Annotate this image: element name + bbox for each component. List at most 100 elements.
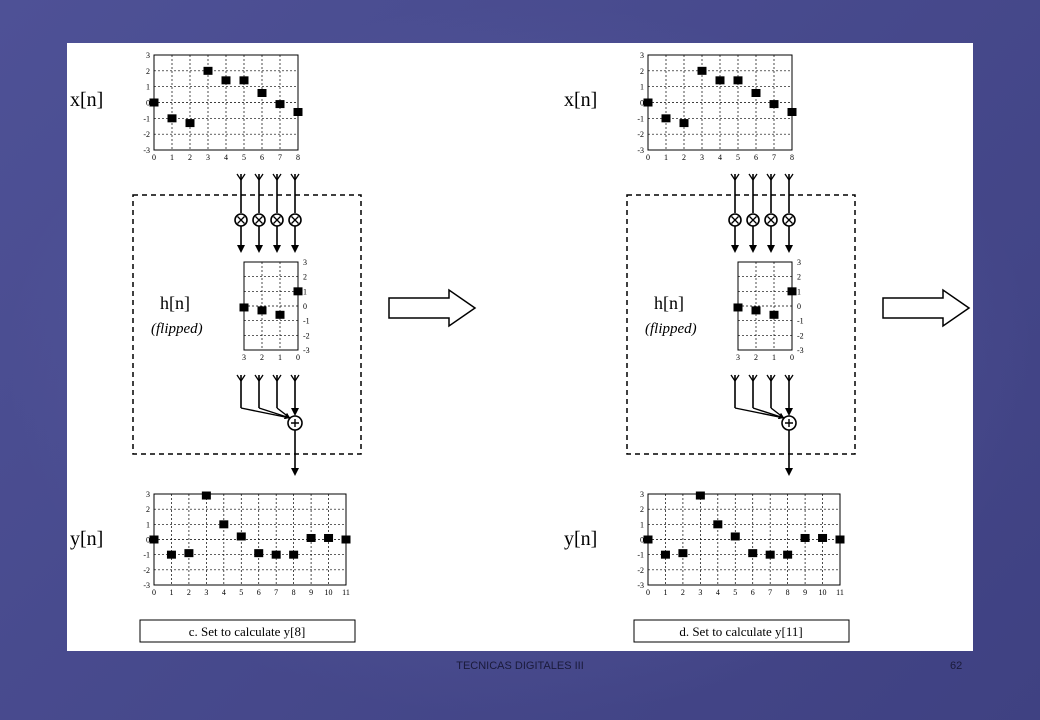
hn-label: h[n] [654,293,684,313]
yn-point [765,550,775,559]
xn-xtick: 7 [278,153,282,162]
yn-xtick: 10 [325,588,333,597]
multiplier-cross [785,216,793,224]
adder-out-arrow-head [785,468,793,476]
caption-box [633,619,850,643]
yn-xtick: 4 [222,588,226,597]
xn-point [769,100,779,109]
multiplier-out-arrow-head [291,245,299,253]
xn-xtick: 4 [224,153,228,162]
xn-ytick: -1 [143,114,150,123]
xn-ytick: 3 [146,51,150,60]
yn-point [219,520,229,529]
multiplier-cross [291,216,299,224]
xn-ytick: -1 [637,114,644,123]
xn-point [167,114,177,123]
multiplier-out-arrow-head [749,245,757,253]
xn-xtick: 5 [242,153,246,162]
adder-plus [785,419,793,427]
yn-point [236,532,246,541]
xn-point [293,108,303,116]
xn-xtick: 0 [646,153,650,162]
xn-xtick: 2 [188,153,192,162]
adder-in-arrow-head [291,408,299,416]
next-step-arrow-icon [388,288,477,328]
xn-ytick: -2 [637,130,644,139]
yn-point [306,533,316,542]
yn-xtick: 3 [204,588,208,597]
adder-in-arrow [734,407,785,419]
yn-xtick: 7 [768,588,772,597]
xn-ytick: 1 [640,83,644,92]
hn-point [275,310,285,319]
yn-ytick: 3 [146,490,150,499]
yn-xtick: 4 [716,588,720,597]
xn-point [203,66,213,75]
yn-ytick: -3 [637,581,644,590]
xn-point [257,89,267,97]
yn-xtick: 0 [646,588,650,597]
hn-xtick: 2 [754,353,758,362]
adder-in-head [778,413,784,419]
hn-xtick: 2 [260,353,264,362]
xn-xtick: 0 [152,153,156,162]
xn-xtick: 7 [772,153,776,162]
yn-ytick: 2 [640,505,644,514]
yn-xtick: 11 [836,588,844,597]
caption-text: d. Set to calculate y[11] [679,624,802,639]
hn-point [733,303,743,312]
multiplier-out-arrow-head [731,245,739,253]
adder-plus [291,419,299,427]
yn-point [254,549,264,558]
xn-point [275,100,285,109]
hn-subtitle: (flipped) [645,321,697,337]
xn-xtick: 8 [790,153,794,162]
hn-point [239,303,249,312]
xn-ytick: 1 [146,83,150,92]
caption-box [139,619,356,643]
yn-point [341,535,351,544]
multiplier-cross [731,216,739,224]
yn-ytick: -2 [637,566,644,575]
yn-ytick: 0 [640,536,644,545]
hn-xtick: 0 [296,353,300,362]
xn-ytick: 3 [640,51,644,60]
xn-label: x[n] [70,89,103,111]
xn-point [643,98,653,107]
yn-label: y[n] [564,528,597,550]
xn-label: x[n] [564,89,597,111]
yn-xtick: 1 [663,588,667,597]
yn-point [324,533,334,542]
yn-ytick: 2 [146,505,150,514]
yn-point [748,549,758,558]
yn-ytick: -2 [143,566,150,575]
hn-ytick: -1 [797,317,804,326]
yn-xtick: 6 [257,588,261,597]
yn-point [289,550,299,559]
multiplier-cross [767,216,775,224]
xn-xtick: 4 [718,153,722,162]
xn-xtick: 8 [296,153,300,162]
xn-xtick: 5 [736,153,740,162]
hn-point [751,306,761,315]
hn-xtick: 0 [790,353,794,362]
xn-ytick: 0 [640,99,644,108]
multiplier-out-arrow-head [237,245,245,253]
yn-xtick: 1 [169,588,173,597]
yn-point [818,533,828,542]
adder-out-arrow-head [291,468,299,476]
xn-point [733,76,743,85]
yn-ytick: -3 [143,581,150,590]
yn-point [149,535,159,544]
xn-point [715,76,725,85]
multiplier-out-arrow-head [255,245,263,253]
multiplier-cross [749,216,757,224]
hn-ytick: 3 [303,258,307,267]
yn-point [166,550,176,559]
yn-point [271,550,281,559]
hn-ytick: 1 [303,287,307,296]
